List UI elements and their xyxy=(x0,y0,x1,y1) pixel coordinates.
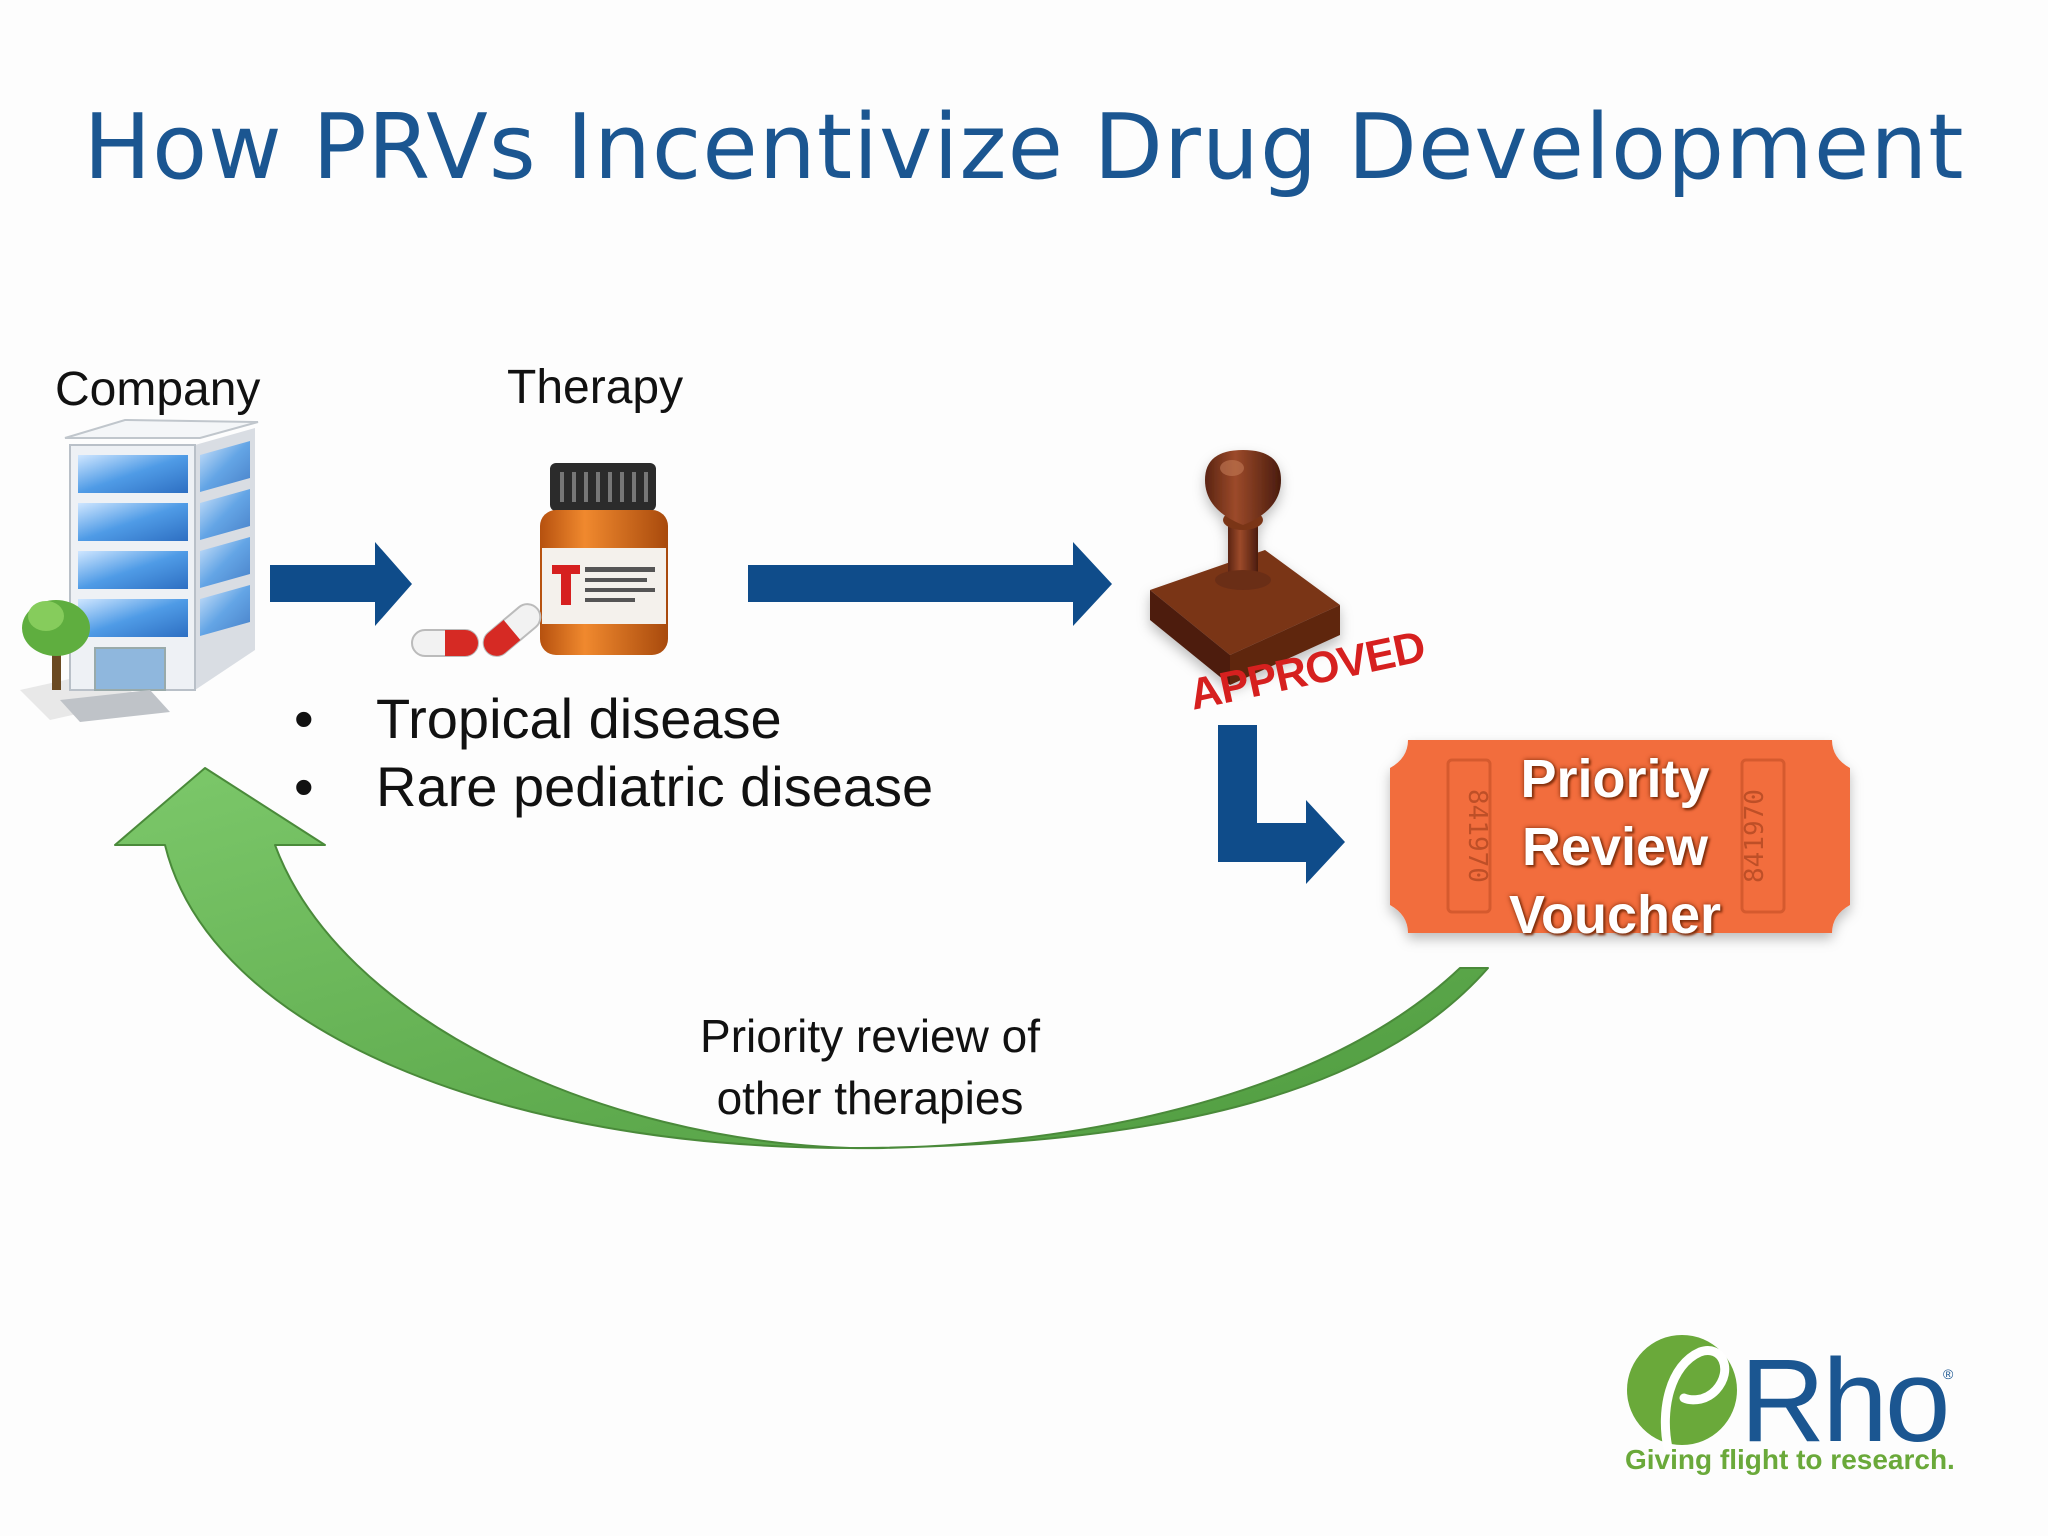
return-flow-label: Priority review of other therapies xyxy=(620,1005,1120,1129)
arrow-company-to-therapy xyxy=(270,542,412,626)
voucher-line: Review xyxy=(1521,817,1709,877)
rho-tagline: Giving flight to research. xyxy=(1625,1444,1955,1475)
company-building-icon xyxy=(20,418,259,722)
rho-logo-wordmark: Rho xyxy=(1740,1335,1950,1467)
voucher-serial-right: 841970 xyxy=(1740,789,1770,883)
rho-registered-mark: ® xyxy=(1943,1366,1954,1382)
voucher-line: Voucher xyxy=(1508,885,1722,945)
list-item-text: Tropical disease xyxy=(376,687,782,750)
bullet-marker: • xyxy=(294,755,314,818)
list-item-text: Rare pediatric disease xyxy=(376,755,934,818)
bullet-marker: • xyxy=(294,687,314,750)
return-flow-line: other therapies xyxy=(716,1072,1024,1124)
voucher-label: Priority Review Voucher xyxy=(1440,745,1790,949)
therapy-target-list: • Tropical disease • Rare pediatric diseas… xyxy=(290,685,933,821)
capsule-icon xyxy=(411,629,479,657)
arrow-therapy-to-approval xyxy=(748,542,1112,626)
page-title: How PRVs Incentivize Drug Development xyxy=(83,95,1965,200)
company-label: Company xyxy=(55,363,261,416)
return-flow-line: Priority review of xyxy=(700,1010,1040,1062)
voucher-ticket-icon xyxy=(1390,740,1850,933)
list-item: • Rare pediatric disease xyxy=(290,753,933,821)
approved-stamp-icon xyxy=(1150,450,1340,685)
capsule-icon xyxy=(482,603,542,657)
voucher-serial-left: 841970 xyxy=(1462,789,1492,883)
arrow-voucher-to-company xyxy=(114,767,1489,1150)
list-item: • Tropical disease xyxy=(290,685,933,753)
therapy-label: Therapy xyxy=(507,361,684,414)
rho-logo-icon xyxy=(1627,1335,1737,1453)
arrow-approval-to-voucher xyxy=(1218,725,1345,884)
voucher-line: Priority xyxy=(1520,749,1710,809)
pill-bottle-icon xyxy=(540,463,668,655)
